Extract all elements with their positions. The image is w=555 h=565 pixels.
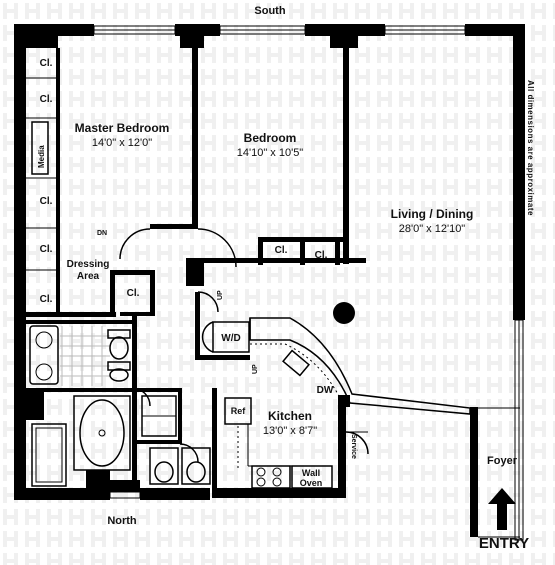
closet-label-6: Cl. [127, 288, 140, 299]
closet-label-2: Cl. [40, 94, 53, 105]
up-label-1: UP [217, 290, 224, 300]
master-bedroom-title: Master Bedroom [75, 121, 170, 135]
kitchen-dims: 13'0" x 8'7" [263, 425, 317, 437]
entry-arrow-icon [488, 488, 516, 530]
kitchen-title: Kitchen [268, 409, 312, 423]
wall-oven-label-1: Wall [302, 468, 320, 478]
fixtures [29, 228, 520, 538]
media-label: Media [37, 145, 46, 168]
wall-oven-label-2: Oven [300, 478, 323, 488]
living-dining-dims: 28'0" x 12'10" [399, 223, 466, 235]
bedroom-title: Bedroom [244, 131, 297, 145]
living-dining-title: Living / Dining [391, 207, 474, 221]
dw-label: DW [317, 385, 334, 396]
approximate-note: All dimensions are approximate [526, 80, 535, 216]
closet-label-1: Cl. [40, 58, 53, 69]
bedroom-dims: 14'10" x 10'5" [237, 147, 304, 159]
compass-south: South [254, 5, 285, 17]
dn-label: DN [97, 230, 107, 237]
closet-label-3: Cl. [40, 196, 53, 207]
up-label-2: UP [252, 364, 259, 374]
dressing-area-line2: Area [77, 271, 100, 282]
wd-label: W/D [221, 333, 240, 344]
closet-label-8: Cl. [315, 250, 328, 261]
service-label: Service [350, 434, 357, 459]
exterior-walls [14, 24, 525, 541]
master-bedroom-dims: 14'0" x 12'0" [92, 137, 152, 149]
closet-label-7: Cl. [275, 245, 288, 256]
column [333, 302, 355, 324]
closet-label-4: Cl. [40, 244, 53, 255]
foyer-label: Foyer [487, 455, 518, 467]
compass-north: North [107, 515, 137, 527]
ref-label: Ref [231, 406, 247, 416]
dressing-area-line1: Dressing [67, 259, 110, 270]
interior-walls [26, 36, 366, 488]
closet-label-5: Cl. [40, 294, 53, 305]
entry-label: ENTRY [479, 535, 529, 552]
